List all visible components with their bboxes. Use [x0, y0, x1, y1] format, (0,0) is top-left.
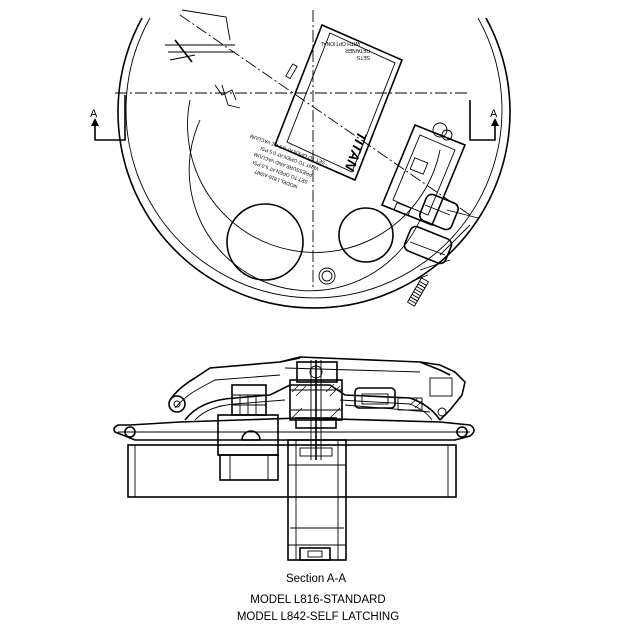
model-label-self-latching: MODEL L842-SELF LATCHING [237, 611, 399, 623]
latch-text-1: WITH OPTIONAL [320, 40, 360, 46]
inner-lid-edge [187, 99, 441, 253]
section-view: Section A-A [113, 356, 475, 585]
latch-mechanism [380, 122, 479, 281]
lid-body [184, 384, 441, 421]
section-caption: Section A-A [286, 573, 346, 585]
section-arrow-right [491, 118, 499, 126]
section-cut-left [94, 95, 126, 141]
hinge-pin [168, 395, 186, 413]
center-valve-stack [289, 360, 343, 460]
latch-text-2: RETAINER [345, 47, 370, 53]
outer-rim [117, 17, 511, 309]
large-vent-port [226, 203, 304, 281]
section-mark-right: A [490, 108, 498, 120]
section-arrow-left [91, 118, 99, 126]
bolt-hole-inner [321, 270, 333, 282]
bolt-hole [318, 267, 336, 285]
section-cut-right [469, 100, 496, 141]
latch-spring [406, 277, 430, 307]
down-tube [287, 439, 347, 561]
latch-text-3: SETS [356, 54, 370, 60]
latch-handle [419, 361, 466, 421]
tank-body [127, 444, 457, 498]
latch-slot [285, 63, 298, 80]
model-label-standard: MODEL L816-STANDARD [250, 594, 385, 606]
lid-note: MODEL L816-ASMT SET TO OPEN AT 5.0 PSI P… [249, 132, 326, 189]
flange-bolt-right [456, 426, 468, 438]
small-vent-port [338, 207, 394, 263]
spring-block [231, 384, 267, 416]
plan-view: A A TITAN WITH OPTIONAL RETAINER SETS [90, 9, 511, 309]
section-hatching [291, 383, 423, 419]
section-mark-left: A [90, 108, 98, 120]
hinge-arm [169, 357, 301, 401]
flange-bolt-left [124, 426, 136, 438]
inner-lid-ring [188, 119, 421, 292]
pressure-valve [344, 387, 431, 413]
top-cover [279, 356, 451, 376]
base-flange [113, 417, 475, 441]
centerline-diagonal [179, 14, 471, 216]
vacuum-valve [217, 414, 279, 481]
hinge-strap [165, 9, 241, 109]
outer-rim-inner [125, 17, 503, 299]
